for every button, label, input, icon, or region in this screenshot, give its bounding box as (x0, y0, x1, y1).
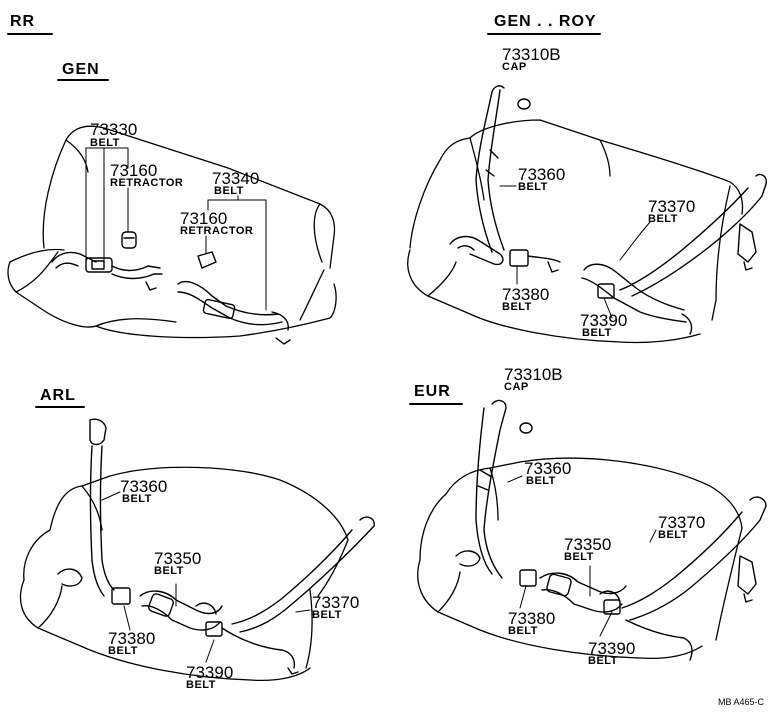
section-underlines (8, 34, 600, 407)
eur-73360-desc: BELT (526, 475, 556, 487)
gen-belts (52, 232, 290, 344)
eur-leaders (508, 476, 656, 636)
diagram-code: MB A465-C (718, 697, 765, 707)
gen-73340-number: 73340 (212, 169, 260, 188)
arl-belts (58, 419, 374, 674)
arl-73350-number: 73350 (154, 549, 202, 568)
eur-73380-number: 73380 (508, 609, 556, 628)
genroy-73370-desc: BELT (648, 213, 678, 225)
section-arl-heading: ARL (40, 387, 76, 404)
eur-73360-number: 73360 (524, 459, 572, 478)
gen-leaders (86, 148, 266, 310)
genroy-73390-desc: BELT (582, 327, 612, 339)
arl-73370-desc: BELT (312, 609, 342, 621)
gen-73160-desc-2: RETRACTOR (180, 225, 254, 237)
arl-leaders (102, 492, 310, 662)
eur-73390-number: 73390 (588, 639, 636, 658)
genroy-seat (408, 120, 743, 343)
genroy-leaders (500, 186, 650, 318)
section-eur-heading: EUR (414, 383, 451, 400)
arl-seat (20, 467, 348, 680)
eur-73310b-number: 73310B (504, 365, 563, 384)
arl-73390-number: 73390 (186, 663, 234, 682)
gen-73330-desc: BELT (90, 137, 120, 149)
eur-73350-desc: BELT (564, 551, 594, 563)
genroy-73380-number: 73380 (502, 285, 550, 304)
genroy-73310b-number: 73310B (502, 45, 561, 64)
eur-belts (456, 401, 766, 660)
genroy-73390-number: 73390 (580, 311, 628, 330)
eur-73370-number: 73370 (658, 513, 706, 532)
gen-seat (8, 126, 336, 337)
genroy-73360-desc: BELT (518, 181, 548, 193)
gen-73160-desc: RETRACTOR (110, 177, 184, 189)
arl-73360-number: 73360 (120, 477, 168, 496)
gen-73160-number-2: 73160 (180, 209, 228, 228)
arl-73380-number: 73380 (108, 629, 156, 648)
section-gen-heading: GEN (62, 61, 100, 78)
genroy-73360-number: 73360 (518, 165, 566, 184)
arl-73350-desc: BELT (154, 565, 184, 577)
arl-73370-number: 73370 (312, 593, 360, 612)
gen-73160-number: 73160 (110, 161, 158, 180)
eur-73350-number: 73350 (564, 535, 612, 554)
eur-73370-desc: BELT (658, 529, 688, 541)
section-gen-roy-heading: GEN . . ROY (494, 13, 597, 30)
genroy-73370-number: 73370 (648, 197, 696, 216)
eur-73310b-desc: CAP (504, 381, 529, 393)
eur-73390-desc: BELT (588, 655, 618, 667)
genroy-73380-desc: BELT (502, 301, 532, 313)
gen-73340-desc: BELT (214, 185, 244, 197)
eur-73380-desc: BELT (508, 625, 538, 637)
genroy-73310b-desc: CAP (502, 61, 527, 73)
genroy-belts (450, 86, 766, 334)
gen-73330-number: 73330 (90, 120, 138, 139)
section-rr-heading: RR (10, 13, 36, 30)
arl-73390-desc: BELT (186, 679, 216, 691)
arl-73380-desc: BELT (108, 645, 138, 657)
arl-73360-desc: BELT (122, 493, 152, 505)
